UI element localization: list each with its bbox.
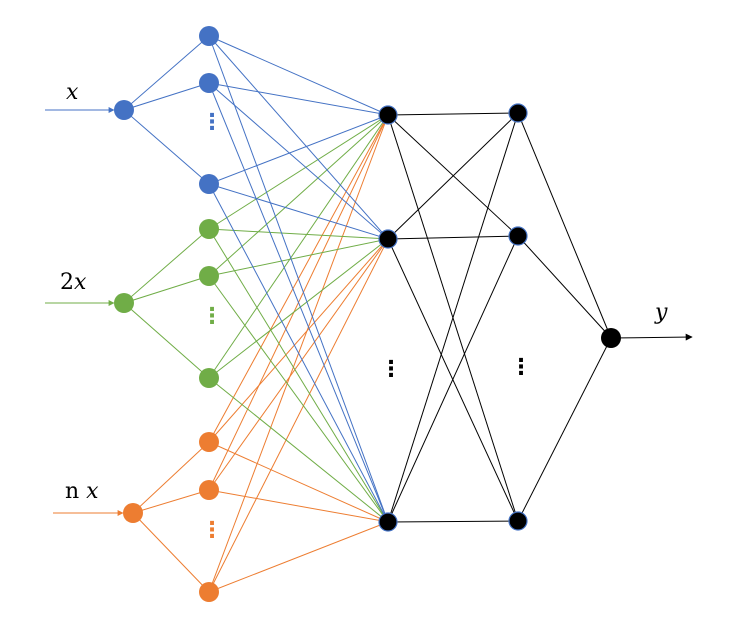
input-label-2x-prefix: 2 bbox=[60, 270, 74, 295]
orange-to-hidden1-edge bbox=[208, 238, 389, 443]
blue-to-hidden1-edge bbox=[208, 183, 389, 523]
green-to-hidden1-edge bbox=[208, 114, 389, 379]
output-label-y-var: y bbox=[655, 300, 668, 325]
green-to-hidden1-edge bbox=[208, 114, 389, 277]
blue-to-hidden1-edge bbox=[208, 114, 389, 185]
output-arrow bbox=[610, 333, 693, 341]
green-to-hidden1-edge bbox=[208, 238, 389, 379]
orange-input-edge bbox=[132, 441, 210, 514]
blue-input-edge bbox=[123, 35, 210, 111]
green-sub-node bbox=[199, 266, 219, 286]
blue-to-hidden1-edge bbox=[208, 82, 389, 523]
hidden1-to-hidden2-edge bbox=[387, 235, 519, 240]
hidden1-to-hidden2-edge bbox=[387, 112, 519, 523]
orange-sub-node bbox=[199, 480, 219, 500]
hidden1-to-hidden2-edge bbox=[387, 112, 519, 116]
blue-to-hidden1-edge bbox=[208, 35, 389, 240]
orange-input-edge bbox=[132, 489, 210, 514]
orange-to-hidden1-edge bbox=[208, 441, 389, 523]
orange-ellipsis: ⋮ bbox=[201, 518, 223, 543]
blue-to-hidden1-edge bbox=[208, 183, 389, 240]
hidden1-ellipsis: ⋮ bbox=[380, 357, 402, 382]
hidden2-node bbox=[508, 511, 528, 531]
blue-to-hidden1-edge bbox=[208, 82, 389, 116]
input-label-x-var: x bbox=[66, 80, 79, 105]
green-input-edge bbox=[123, 302, 210, 379]
blue-sub-node bbox=[199, 26, 219, 46]
connection-edges bbox=[45, 35, 693, 593]
green-sub-node bbox=[199, 219, 219, 239]
blue-ellipsis: ⋮ bbox=[201, 110, 223, 135]
green-to-hidden1-edge bbox=[208, 228, 389, 523]
input-label-nx-prefix: n bbox=[65, 479, 87, 504]
blue-sub-node bbox=[199, 174, 219, 194]
input-label-2x: 2x bbox=[60, 270, 86, 295]
orange-input-node bbox=[123, 503, 143, 523]
blue-input-edge bbox=[123, 109, 210, 185]
orange-sub-node bbox=[199, 582, 219, 602]
hidden2-to-output-edge bbox=[517, 235, 612, 339]
green-input-node bbox=[114, 293, 134, 313]
hidden2-to-output-edge bbox=[517, 337, 612, 522]
hidden2-ellipsis: ⋮ bbox=[510, 355, 532, 380]
network-nodes bbox=[114, 26, 621, 602]
hidden1-to-hidden2-edge bbox=[387, 235, 519, 523]
input-label-nx: n x bbox=[65, 479, 99, 504]
hidden1-to-hidden2-edge bbox=[387, 520, 519, 523]
green-to-hidden1-edge bbox=[208, 377, 389, 523]
green-sub-node bbox=[199, 368, 219, 388]
blue-sub-node bbox=[199, 73, 219, 93]
green-to-hidden1-edge bbox=[208, 228, 389, 240]
green-to-hidden1-edge bbox=[208, 275, 389, 523]
orange-to-hidden1-edge bbox=[208, 521, 389, 593]
hidden1-node bbox=[378, 512, 398, 532]
input-label-2x-var: x bbox=[74, 270, 87, 295]
input-label-x: x bbox=[66, 80, 78, 105]
blue-input-edge bbox=[123, 82, 210, 111]
hidden2-node bbox=[508, 226, 528, 246]
output-label-y: y bbox=[655, 300, 667, 325]
output-node bbox=[601, 328, 621, 348]
blue-to-hidden1-edge bbox=[208, 82, 389, 240]
green-ellipsis: ⋮ bbox=[201, 304, 223, 329]
hidden2-to-output-edge bbox=[517, 112, 612, 339]
hidden1-node bbox=[378, 229, 398, 249]
green-input-edge bbox=[123, 275, 210, 304]
hidden1-to-hidden2-edge bbox=[387, 112, 519, 240]
hidden1-node bbox=[378, 105, 398, 125]
orange-input-edge bbox=[132, 512, 210, 593]
blue-to-hidden1-edge bbox=[208, 35, 389, 523]
blue-input-node bbox=[114, 100, 134, 120]
orange-to-hidden1-edge bbox=[208, 238, 389, 491]
orange-sub-node bbox=[199, 432, 219, 452]
hidden2-node bbox=[508, 103, 528, 123]
green-to-hidden1-edge bbox=[208, 238, 389, 277]
blue-to-hidden1-edge bbox=[208, 35, 389, 116]
green-input-edge bbox=[123, 228, 210, 304]
orange-to-hidden1-edge bbox=[208, 238, 389, 593]
green-to-hidden1-edge bbox=[208, 114, 389, 230]
orange-to-hidden1-edge bbox=[208, 489, 389, 523]
input-label-nx-var: x bbox=[86, 479, 99, 504]
